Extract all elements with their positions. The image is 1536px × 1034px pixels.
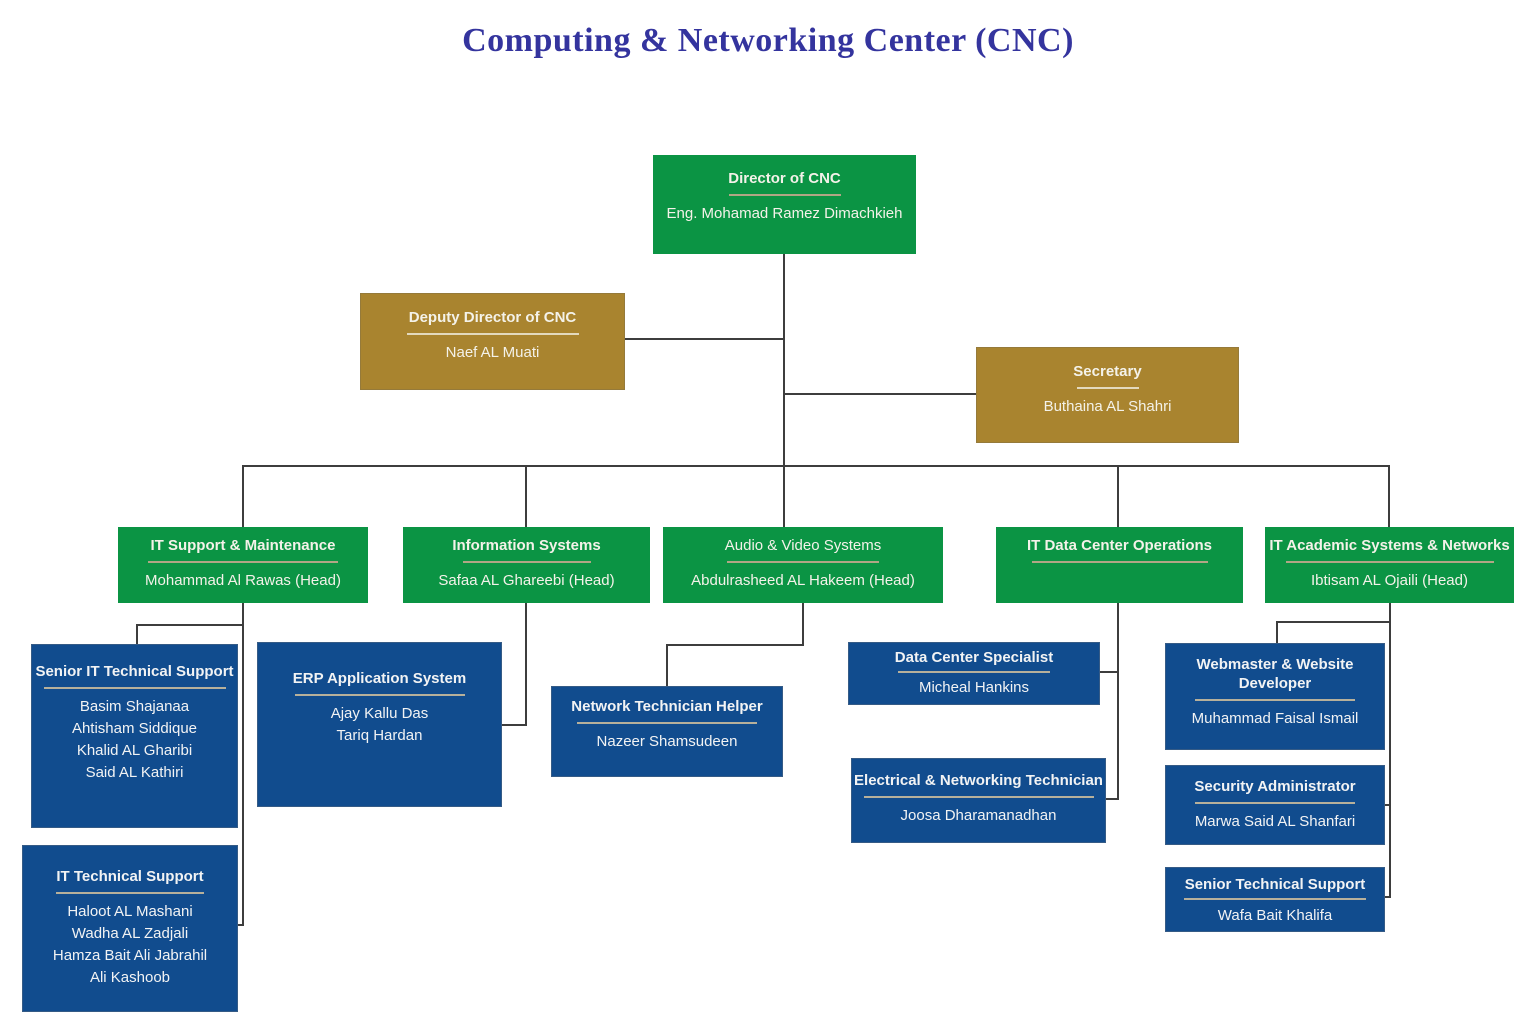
title-underline <box>727 561 879 563</box>
org-box-electrical-networking-technician: Electrical & Networking Technician Joosa… <box>851 758 1106 843</box>
connector-branch-senior-it <box>136 624 244 626</box>
connector-into-dc-specialist <box>1100 671 1119 673</box>
title-underline <box>1031 561 1208 563</box>
connector-into-electrical <box>1106 798 1119 800</box>
title-underline <box>863 796 1094 798</box>
title-underline <box>148 561 338 563</box>
org-box-security-administrator: Security Administrator Marwa Said AL Sha… <box>1165 765 1385 845</box>
org-box-title: Data Center Specialist <box>894 649 1054 666</box>
org-box-members: Marwa Said AL Shanfari <box>1194 813 1356 830</box>
title-underline <box>406 333 579 335</box>
title-underline <box>56 892 204 894</box>
org-box-title: Network Technician Helper <box>571 698 763 715</box>
connector-director-to-bus <box>783 254 785 527</box>
connector-deputy <box>625 338 785 340</box>
connector-drop-academic <box>1388 465 1390 527</box>
org-box-title: Webmaster & Website Developer <box>1196 656 1354 692</box>
connector-into-webmaster <box>1276 621 1278 643</box>
title-underline <box>898 671 1050 673</box>
org-box-director: Director of CNC Eng. Mohamad Ramez Dimac… <box>653 155 916 254</box>
title-underline <box>462 561 591 563</box>
org-box-title: Information Systems <box>452 537 601 554</box>
org-box-title: Senior IT Technical Support <box>35 663 234 680</box>
connector-into-it-technical <box>236 924 244 926</box>
org-box-title: Electrical & Networking Technician <box>854 772 1103 789</box>
org-box-person: Ibtisam AL Ojaili (Head) <box>1310 572 1468 589</box>
connector-audio-video-main <box>802 603 804 646</box>
org-box-members: Wafa Bait Khalifa <box>1217 907 1333 924</box>
connector-information-systems-main <box>525 603 527 726</box>
org-box-senior-it-technical-support: Senior IT Technical Support Basim Shajan… <box>31 644 238 828</box>
connector-secretary <box>784 393 976 395</box>
connector-into-erp <box>502 724 527 726</box>
org-box-person: Mohammad Al Rawas (Head) <box>145 572 341 589</box>
connector-branch-webmaster <box>1276 621 1391 623</box>
org-box-it-data-center-operations: IT Data Center Operations <box>996 527 1243 603</box>
org-box-person: Abdulrasheed AL Hakeem (Head) <box>691 572 915 589</box>
org-box-title: Senior Technical Support <box>1184 876 1366 893</box>
title-underline <box>1195 802 1355 804</box>
org-box-title: IT Academic Systems & Networks <box>1269 537 1510 554</box>
org-box-person: Safaa AL Ghareebi (Head) <box>438 572 615 589</box>
connector-data-center-main <box>1117 603 1119 800</box>
title-underline <box>1195 699 1355 701</box>
org-box-members: Nazeer Shamsudeen <box>596 733 738 750</box>
org-box-information-systems: Information Systems Safaa AL Ghareebi (H… <box>403 527 650 603</box>
connector-into-senior-tech <box>1383 896 1391 898</box>
org-box-title: IT Support & Maintenance <box>150 537 336 554</box>
org-box-it-support-maintenance: IT Support & Maintenance Mohammad Al Raw… <box>118 527 368 603</box>
connector-drop-it-support <box>242 465 244 527</box>
org-box-it-academic-systems-networks: IT Academic Systems & Networks Ibtisam A… <box>1265 527 1514 603</box>
title-underline <box>728 194 841 196</box>
title-underline <box>1285 561 1494 563</box>
org-box-person: Buthaina AL Shahri <box>1043 398 1172 415</box>
title-underline <box>294 694 465 696</box>
connector-drop-information-systems <box>525 465 527 527</box>
connector-into-network-helper <box>666 644 668 686</box>
org-box-audio-video-systems: Audio & Video Systems Abdulrasheed AL Ha… <box>663 527 943 603</box>
org-box-deputy-director: Deputy Director of CNC Naef AL Muati <box>360 293 625 390</box>
org-box-title: IT Data Center Operations <box>1026 537 1213 554</box>
org-box-title: Deputy Director of CNC <box>408 309 577 326</box>
org-box-network-technician-helper: Network Technician Helper Nazeer Shamsud… <box>551 686 783 777</box>
title-underline <box>577 722 757 724</box>
connector-branch-network-helper <box>666 644 804 646</box>
org-box-title: Secretary <box>1073 363 1142 380</box>
org-box-erp-application-system: ERP Application System Ajay Kallu Das Ta… <box>257 642 502 807</box>
org-box-person: Naef AL Muati <box>445 344 540 361</box>
org-box-title: Director of CNC <box>728 170 841 187</box>
org-box-members: Basim Shajanaa Ahtisham Siddique Khalid … <box>71 698 198 781</box>
org-box-secretary: Secretary Buthaina AL Shahri <box>976 347 1239 443</box>
org-box-title: Security Administrator <box>1194 778 1356 795</box>
page-title: Computing & Networking Center (CNC) <box>462 22 1074 59</box>
connector-bus <box>243 465 1390 467</box>
org-box-members: Joosa Dharamanadhan <box>900 807 1057 824</box>
org-box-person: Eng. Mohamad Ramez Dimachkieh <box>666 205 903 222</box>
connector-academic-main <box>1389 603 1391 898</box>
org-box-it-technical-support: IT Technical Support Haloot AL Mashani W… <box>22 845 238 1012</box>
title-underline <box>43 687 226 689</box>
connector-into-senior-it <box>136 624 138 644</box>
org-box-data-center-specialist: Data Center Specialist Micheal Hankins <box>848 642 1100 705</box>
connector-it-support-main <box>242 603 244 926</box>
org-box-members: Ajay Kallu Das Tariq Hardan <box>330 705 429 744</box>
title-underline <box>1076 387 1139 389</box>
org-box-title: Audio & Video Systems <box>724 537 882 554</box>
org-box-senior-technical-support: Senior Technical Support Wafa Bait Khali… <box>1165 867 1385 932</box>
org-box-members: Micheal Hankins <box>918 679 1030 696</box>
connector-into-security-admin <box>1383 804 1391 806</box>
org-box-members: Muhammad Faisal Ismail <box>1191 710 1359 727</box>
connector-drop-data-center <box>1117 465 1119 527</box>
org-box-title: ERP Application System <box>292 670 467 687</box>
org-box-members: Haloot AL Mashani Wadha AL Zadjali Hamza… <box>52 903 208 986</box>
title-underline <box>1184 898 1366 900</box>
org-box-title: IT Technical Support <box>56 868 204 885</box>
org-box-webmaster-website-developer: Webmaster & Website Developer Muhammad F… <box>1165 643 1385 750</box>
